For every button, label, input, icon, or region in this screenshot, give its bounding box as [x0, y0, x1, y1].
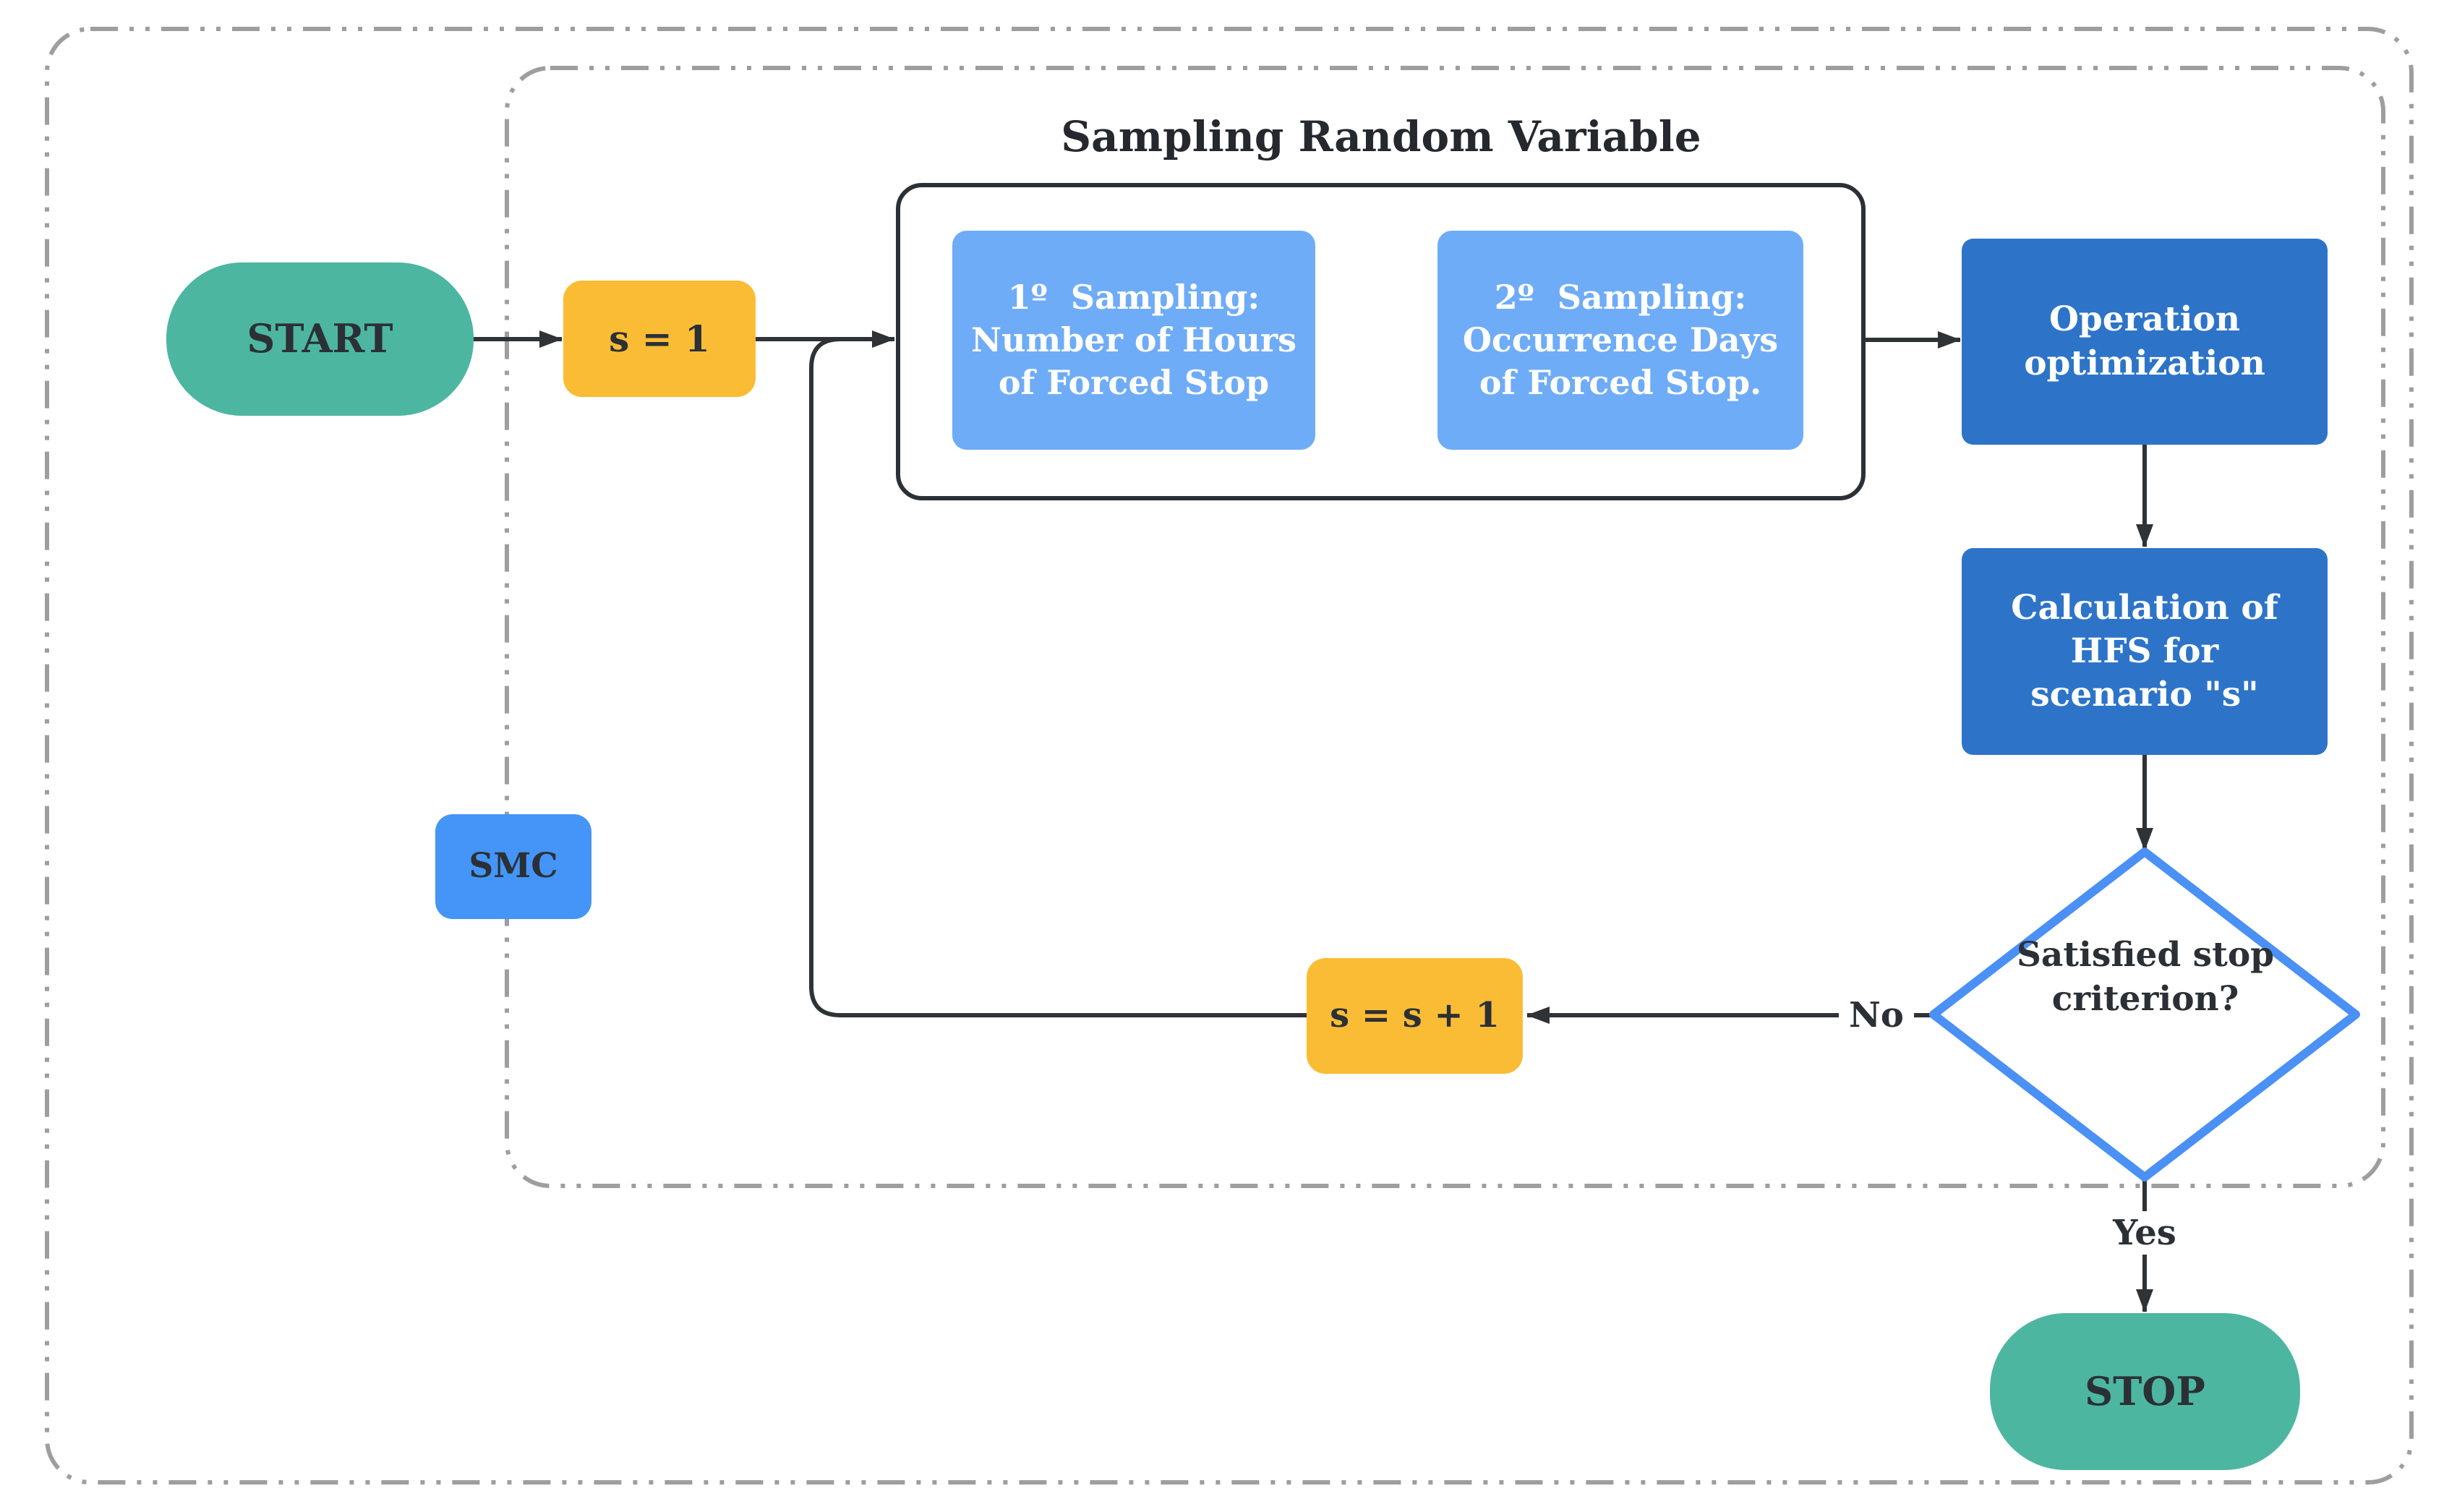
operation-optimization-node: Operation optimization: [1962, 239, 2328, 445]
edge-label-yes: Yes: [2103, 1211, 2187, 1255]
stop-node: STOP: [1990, 1313, 2300, 1470]
set-s-one-node: s = 1: [563, 281, 756, 397]
sampling-group-title: Sampling Random Variable: [1061, 112, 1701, 161]
sampling-1-node: 1º Sampling: Number of Hours of Forced S…: [952, 231, 1315, 450]
decision-label: Satisfied stop criterion?: [2016, 935, 2275, 1020]
hfs-calculation-node: Calculation of HFS for scenario "s": [1962, 548, 2328, 755]
edge-label-no: No: [1839, 994, 1914, 1037]
smc-region-label: SMC: [435, 814, 591, 919]
start-node: START: [166, 262, 474, 416]
increment-s-node: s = s + 1: [1307, 958, 1523, 1074]
sampling-2-node: 2º Sampling: Occurrence Days of Forced S…: [1437, 231, 1803, 450]
